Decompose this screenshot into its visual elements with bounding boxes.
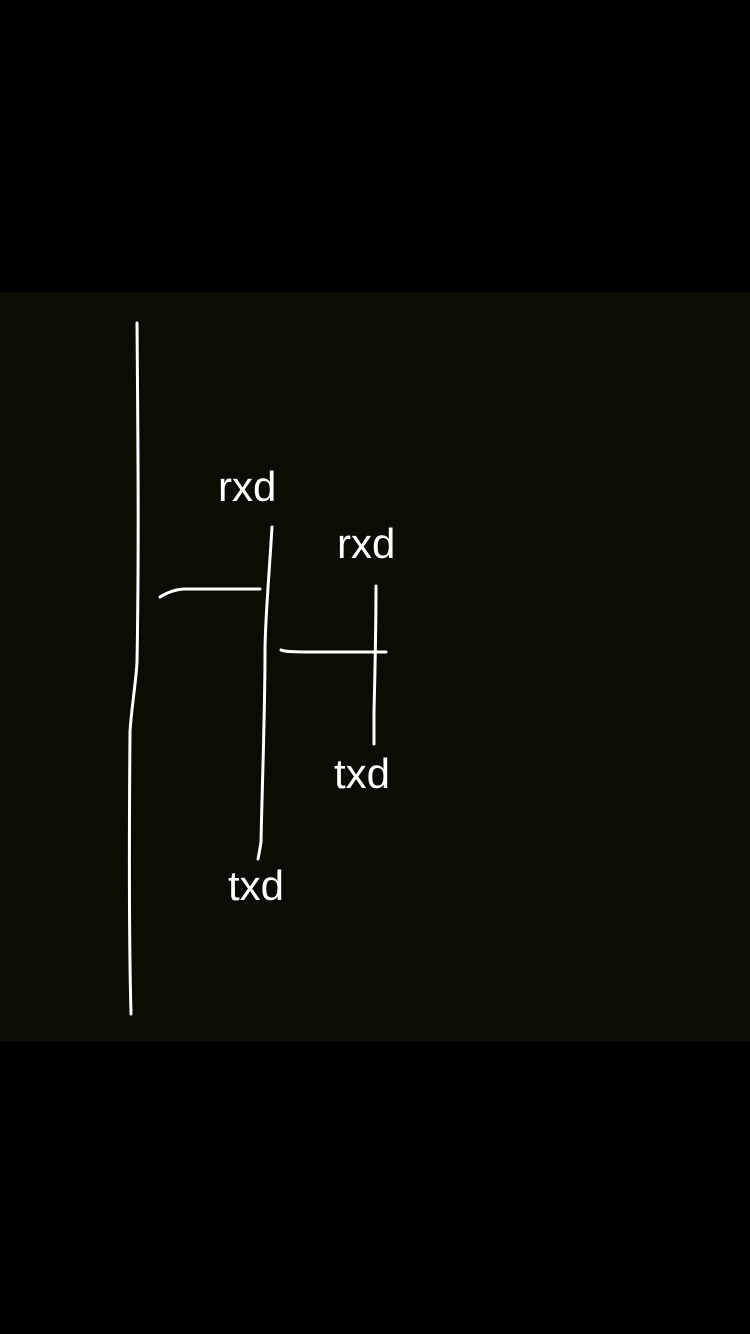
- label-txd-lower: txd: [228, 862, 285, 909]
- main-bus-line: [127, 321, 140, 1016]
- label-rxd-lower: rxd: [337, 520, 396, 567]
- handwritten-sketch: [127, 321, 388, 1016]
- middle-line: [256, 525, 274, 861]
- connector-line-2: [279, 648, 388, 654]
- short-line: [372, 584, 378, 746]
- label-rxd-upper: rxd: [218, 463, 277, 510]
- label-txd-upper: txd: [334, 750, 391, 797]
- photo-viewport: rxd rxd txd txd: [0, 292, 750, 1042]
- connector-line-1: [158, 587, 262, 599]
